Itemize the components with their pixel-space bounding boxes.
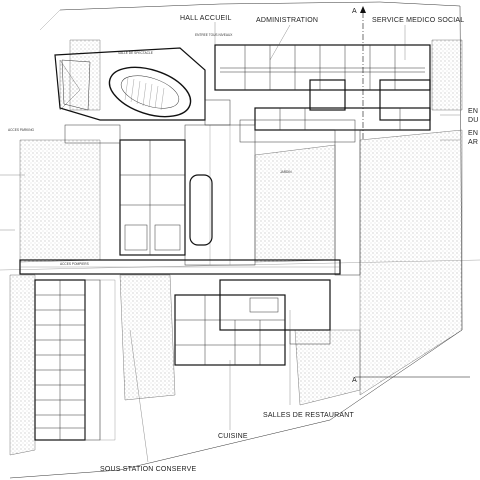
spectacle-label: SALLE DE SPECTACLE — [118, 51, 153, 55]
section-mark-bottom: A — [352, 377, 357, 384]
restaurant-label: SALLES DE RESTAURANT — [263, 412, 355, 419]
hall-accueil-label: HALL ACCUEIL — [180, 15, 232, 22]
corridor-label: ACCES POMPIERS — [60, 262, 89, 266]
room-stack — [34, 279, 116, 441]
sous-station-label: SOUS STATION CONSERVE — [100, 466, 197, 473]
administration-label: ADMINISTRATION — [256, 17, 318, 24]
parking-access-label: ACCES PARKING — [8, 128, 34, 132]
site-edge-2 — [39, 9, 61, 31]
right-label-en2: EN — [468, 130, 478, 137]
section-mark-top: A — [352, 8, 357, 15]
administration-wing — [214, 44, 431, 131]
garden-label: JARDIN — [280, 170, 292, 174]
landscape-areas — [9, 39, 463, 456]
leader-lines — [0, 22, 460, 463]
medico-social-label: SERVICE MEDICO SOCIAL — [372, 17, 464, 24]
right-label-du: DU — [468, 117, 479, 124]
entree-label: ENTREE TOUS NIVEAUX — [195, 33, 233, 37]
corridor — [19, 259, 341, 275]
cuisine-label: CUISINE — [218, 433, 248, 440]
right-label-en1: EN — [468, 108, 478, 115]
left-block — [64, 124, 186, 256]
section-line — [355, 6, 470, 378]
right-label-ar: AR — [468, 139, 478, 146]
